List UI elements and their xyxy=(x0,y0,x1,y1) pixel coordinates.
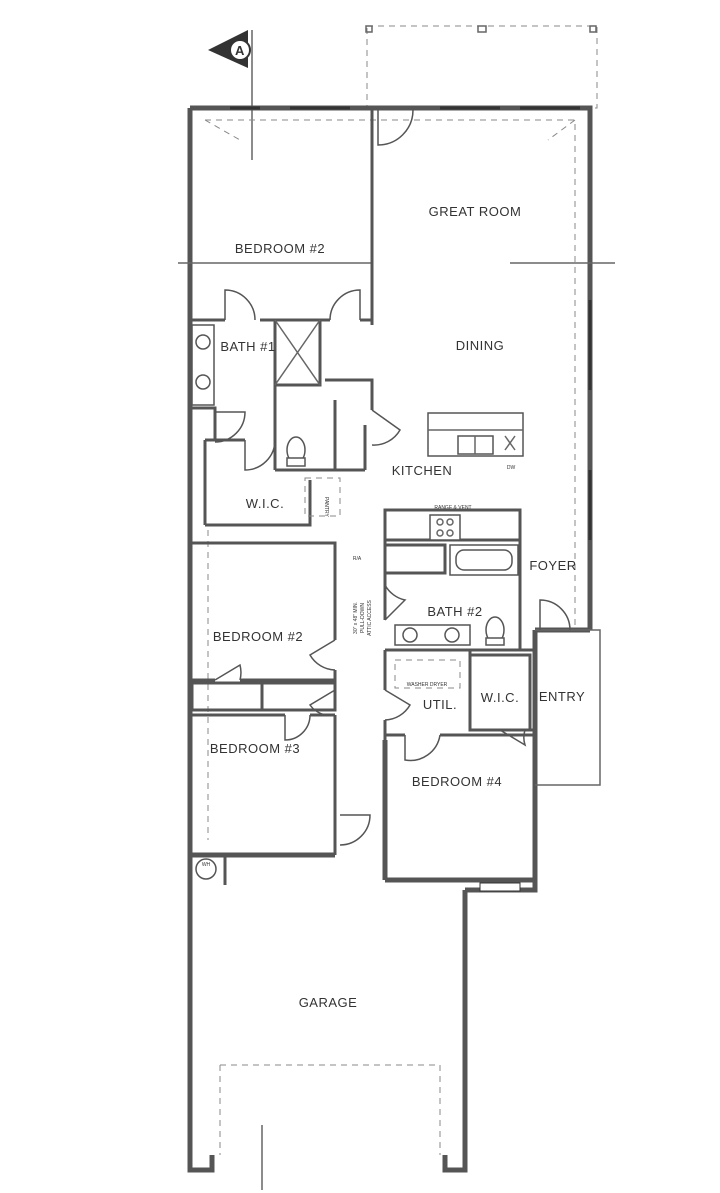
label-attic-2: PULL-DOWN xyxy=(360,603,366,633)
roof-lines xyxy=(178,119,615,1190)
fixtures xyxy=(191,319,524,880)
label-attic-1: 30" x 48" MIN. xyxy=(353,602,359,634)
label-range-vent: RANGE & VENT xyxy=(434,505,471,511)
label-wic-1: W.I.C. xyxy=(246,496,284,511)
label-entry: ENTRY xyxy=(539,689,585,704)
north-arrow-icon: A xyxy=(208,30,253,160)
water-heater-icon xyxy=(195,858,217,880)
label-bedroom-master: BEDROOM #2 xyxy=(235,241,325,256)
label-bath-2: BATH #2 xyxy=(427,604,482,619)
north-marker-letter: A xyxy=(235,43,245,58)
patio-outline xyxy=(366,25,598,109)
windows xyxy=(230,106,592,892)
sink-icon xyxy=(195,334,211,350)
sink-icon xyxy=(195,374,211,390)
label-bedroom-3: BEDROOM #3 xyxy=(210,741,300,756)
label-foyer: FOYER xyxy=(529,558,576,573)
sink-icon xyxy=(402,627,418,643)
label-wic-2: W.I.C. xyxy=(481,690,519,705)
label-ria: R/A xyxy=(353,556,362,562)
label-great-room: GREAT ROOM xyxy=(429,204,522,219)
label-dining: DINING xyxy=(456,338,505,353)
annotations: RANGE & VENT DW R/A PANTRY 30" x 48" MIN… xyxy=(202,465,516,868)
sink-icon xyxy=(444,627,460,643)
label-kitchen: KITCHEN xyxy=(392,463,453,478)
label-pantry: PANTRY xyxy=(323,497,329,517)
doors xyxy=(214,109,571,846)
label-util: UTIL. xyxy=(423,697,457,712)
label-bedroom-2: BEDROOM #2 xyxy=(213,629,303,644)
label-garage: GARAGE xyxy=(299,995,358,1010)
range-icon xyxy=(429,514,461,541)
interior-walls xyxy=(190,108,535,855)
label-attic-3: ATTIC ACCESS xyxy=(367,599,373,635)
label-dw: DW xyxy=(507,465,516,471)
label-washer-dryer: WASHER DRYER xyxy=(407,682,448,688)
room-labels: GREAT ROOM BEDROOM #2 BATH #1 DINING W.I… xyxy=(210,204,585,1010)
label-bath-1: BATH #1 xyxy=(220,339,275,354)
label-bedroom-4: BEDROOM #4 xyxy=(412,774,502,789)
label-wh: WH xyxy=(202,862,211,868)
